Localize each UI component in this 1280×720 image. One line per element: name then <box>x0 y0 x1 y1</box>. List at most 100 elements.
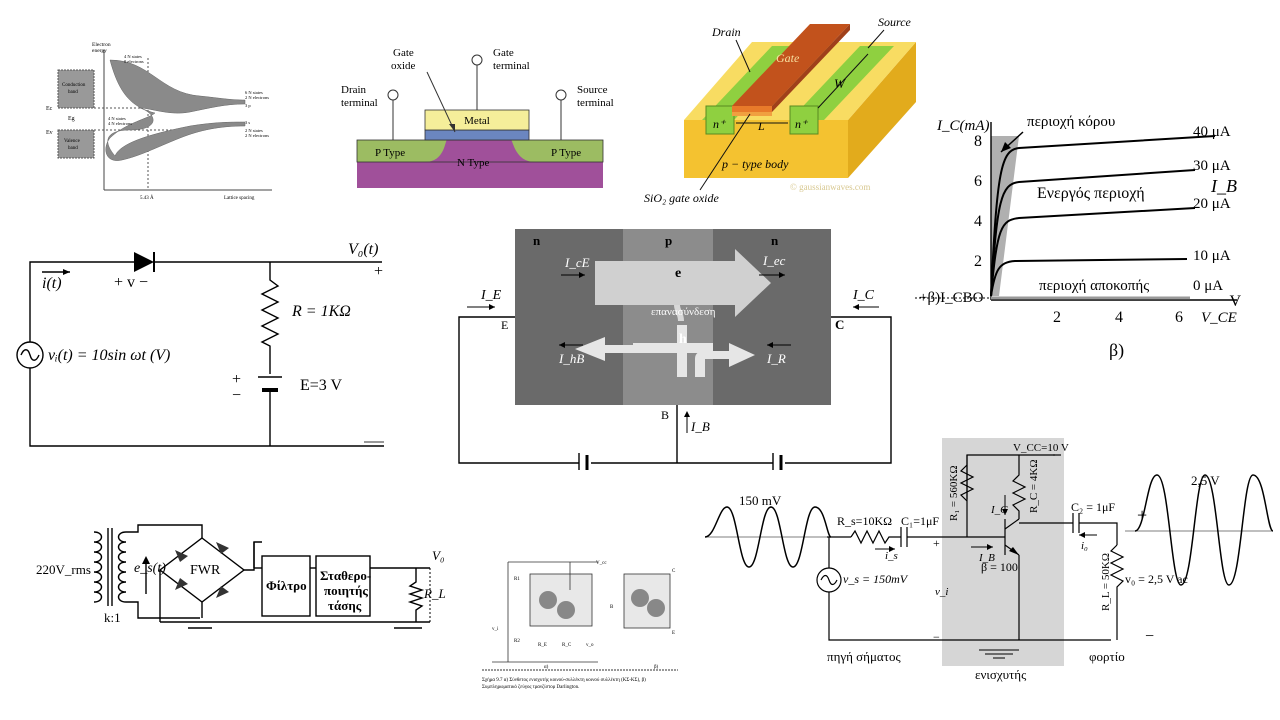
gate-block <box>732 24 850 106</box>
darl-re: R_E <box>538 643 547 648</box>
oxide-label: SiO₂ gate oxide <box>644 191 719 205</box>
amplifier-box <box>942 438 1064 666</box>
darl-caption-2: Συμπληρωματικό ζεύγος τρανζίστορ Darling… <box>482 684 579 690</box>
curve-30ua <box>990 169 1196 297</box>
ic-axis-label: I_C(mA) <box>936 118 990 134</box>
saturation-label: περιοχή κόρου <box>1027 114 1115 130</box>
energy-band-diagram: Electron energy Conduction band Valence … <box>40 38 280 208</box>
signal-source-label: πηγή σήματος <box>827 649 901 664</box>
tick-y-2: 2 <box>974 253 982 270</box>
input-plus: + <box>933 536 940 550</box>
source-terminal-label-1: Source <box>577 84 608 96</box>
r1-label: R₁ = 560KΩ <box>948 466 960 522</box>
diode-circuit: i(t) + v − V₀(t) + R = 1KΩ vᵢ(t) = 10sin… <box>8 232 400 457</box>
regulator-label-3: τάσης <box>328 598 362 613</box>
right-states-2b: 2 N states <box>245 128 263 133</box>
right-states-2a: 3 s <box>245 120 250 125</box>
recombination-label: επανασύνδεση <box>651 306 716 318</box>
ib-20: 20 μA <box>1193 196 1231 212</box>
mosfet-3d: Gate Drain Source W n⁺ n⁺ L p − type bod… <box>640 10 930 210</box>
darl-vo: v_o <box>586 643 594 648</box>
source-terminal-icon <box>555 89 567 101</box>
vs-label: v_s = 150mV <box>843 572 909 586</box>
ib-0: 0 μA <box>1193 278 1223 294</box>
p-type-right-label: P Type <box>551 147 581 159</box>
v0-label: v₀ = 2,5 V ac <box>1125 572 1188 586</box>
mos-cross-section: Metal P Type N Type P Type Gate oxide Ga… <box>335 40 625 195</box>
valence-label-2: band <box>68 146 78 151</box>
collector-terminal-label: C <box>835 317 844 332</box>
p-region-left <box>357 140 447 162</box>
right-states-1b: 2 N electrons <box>245 95 269 100</box>
fwr-label: FWR <box>190 563 221 578</box>
valence-band-box <box>57 129 95 159</box>
right-states-1c: 3 p <box>245 103 251 108</box>
filter-block-label: Φίλτρο <box>266 578 307 593</box>
vce-axis-label: V_CE <box>1201 310 1237 326</box>
input-voltage-label: 220V_rms <box>36 562 91 577</box>
current-label: i(t) <box>42 275 62 292</box>
rs-label: R_s=10KΩ <box>837 514 892 528</box>
vi-label: v_i <box>935 586 948 598</box>
ce-amplifier-circuit: 150 mV R_s=10KΩ C₁=1μF i_s v_s = 150mV v… <box>704 435 1275 690</box>
gate-oxide-layer <box>424 129 530 141</box>
conduction-label: Conduction <box>62 83 86 88</box>
darl-b-label: β) <box>654 665 659 670</box>
regulator-label-1: Σταθερο- <box>320 568 371 583</box>
curve-40ua <box>990 135 1216 297</box>
n-right-label: n <box>771 233 779 248</box>
transistor-characteristics: I_C(mA) 8 6 4 2 2 4 6 V V_CE περιοχή κόρ… <box>915 110 1245 365</box>
active-region-label: Ενεργός περιοχή <box>1037 185 1145 202</box>
bjt-carrier-diagram: n p n e επανασύνδεση h I_cE I_ec I_hB I_… <box>455 225 905 473</box>
darl-r2: R2 <box>514 639 520 644</box>
bjt-svg: n p n e επανασύνδεση h I_cE I_ec I_hB I_… <box>458 229 892 473</box>
energy-band-svg: Electron energy Conduction band Valence … <box>46 42 272 201</box>
width-label: W <box>834 76 846 91</box>
tick-x-2: 2 <box>1053 309 1061 326</box>
amplifier-svg: 150 mV R_s=10KΩ C₁=1μF i_s v_s = 150mV v… <box>704 438 1274 682</box>
conduction-label-2: band <box>68 90 78 95</box>
output-wave <box>1134 474 1274 586</box>
mosfet3d-svg: Gate Drain Source W n⁺ n⁺ L p − type bod… <box>644 15 916 205</box>
power-supply-diagram: 220V_rms e_s(t) FWR k:1 Φίλτρο Σταθερο- … <box>30 520 450 630</box>
body-label: p − type body <box>721 157 789 171</box>
source-label: vᵢ(t) = 10sin ωt (V) <box>48 347 170 364</box>
chars-caption: β) <box>1109 340 1124 361</box>
watermark: © gaussianwaves.com <box>790 182 870 192</box>
rc-label: R_C = 4KΩ <box>1028 460 1040 514</box>
icbo-label: +β)I_CBO <box>919 290 984 306</box>
source-terminal-label-2: terminal <box>577 97 614 109</box>
tick-y-4: 4 <box>974 213 982 230</box>
drain-terminal-label-2: terminal <box>341 97 378 109</box>
beta-value: β = 100 <box>981 560 1018 574</box>
n-plus-left: n⁺ <box>713 117 727 131</box>
darl-rc: R_C <box>562 643 572 648</box>
input-wave <box>704 506 832 568</box>
top-states-1: 4 N states <box>124 54 142 59</box>
v-unit: V <box>1229 293 1241 310</box>
turns-ratio-label: k:1 <box>104 610 121 625</box>
gate-oxide-label-1: Gate <box>393 47 414 59</box>
source-3d-label: Source <box>878 15 912 29</box>
output-plus: + <box>374 263 383 280</box>
eg-label: Eg <box>68 116 75 122</box>
n-plus-right: n⁺ <box>795 117 809 131</box>
electron-flow-arrow <box>595 249 771 317</box>
amplifier-label: ενισχυτής <box>975 667 1027 682</box>
right-states-1a: 6 N states <box>245 90 263 95</box>
c1-label: C₁=1μF <box>901 514 939 528</box>
supply-output-label: V₀ <box>432 548 444 563</box>
output-plus: + <box>1137 505 1147 525</box>
emitter-terminal-label: E <box>501 318 508 332</box>
band-splitting-shape <box>105 59 246 161</box>
is-label: i_s <box>885 550 898 562</box>
p-label: p <box>665 233 672 248</box>
tick-x-6: 6 <box>1175 309 1183 326</box>
ihb-label: I_hB <box>558 351 584 366</box>
hole-flow-arrow <box>677 325 687 377</box>
vcc-label: V_CC=10 V <box>1013 442 1069 454</box>
output-amplitude: 2,5 V <box>1191 473 1220 488</box>
ev-label: Ev <box>46 130 53 136</box>
p-region-right <box>511 140 603 162</box>
source-strip <box>790 46 894 120</box>
